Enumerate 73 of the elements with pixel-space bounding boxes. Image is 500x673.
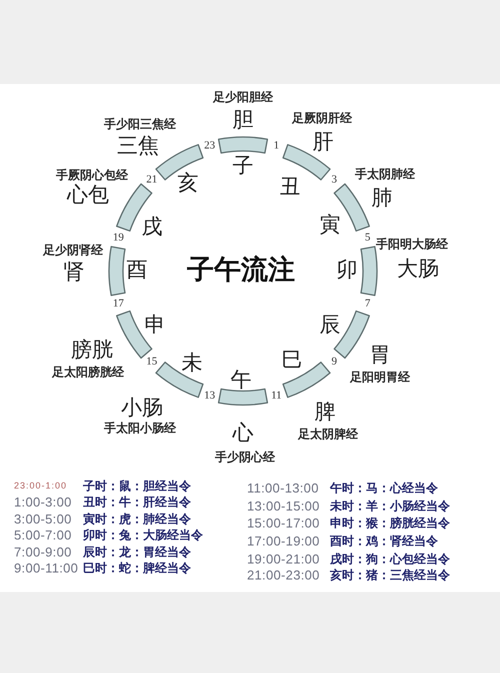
meridian-label: 手太阴肺经: [355, 168, 415, 180]
meridian-label: 足厥阴肝经: [292, 112, 352, 124]
branch-label: 戌: [142, 216, 162, 238]
table-entry: 丑时：牛：肝经当令: [83, 496, 191, 508]
meridian-label: 足少阴肾经: [43, 244, 103, 256]
table-entry: 子时：鼠：胆经当令: [83, 480, 191, 492]
meridian-label: 手厥阴心包经: [56, 169, 128, 181]
organ-label: 胆: [232, 110, 254, 130]
time-range: 5:00-7:00: [14, 528, 72, 542]
hour-number: 5: [364, 232, 370, 244]
time-range: 9:00-11:00: [14, 562, 78, 574]
meridian-label: 足少阳胆经: [213, 91, 273, 103]
branch-label: 酉: [126, 260, 148, 280]
table-entry: 未时：羊：小肠经当令: [330, 500, 450, 512]
meridian-label: 足太阴脾经: [298, 428, 358, 440]
time-range: 15:00-17:00: [247, 516, 320, 530]
time-range: 7:00-9:00: [14, 546, 72, 558]
meridian-label: 手少阴心经: [215, 451, 275, 463]
branch-label: 申: [144, 314, 166, 336]
organ-label: 胃: [370, 344, 390, 366]
hour-number: 15: [146, 356, 158, 368]
organ-label: 膀胱: [71, 340, 113, 360]
hour-number: 3: [331, 174, 337, 186]
branch-label: 卯: [336, 260, 358, 280]
hour-number: 7: [364, 298, 370, 310]
organ-label: 心包: [67, 184, 109, 206]
organ-label: 三焦: [117, 136, 159, 156]
hour-number: 13: [204, 390, 216, 402]
time-range: 1:00-3:00: [14, 496, 72, 508]
branch-label: 未: [182, 352, 202, 374]
hour-number: 1: [274, 140, 280, 152]
hour-number: 21: [146, 174, 158, 186]
branch-label: 子: [232, 156, 254, 176]
meridian-label: 足阳明胃经: [350, 371, 410, 383]
organ-label: 心: [232, 422, 254, 444]
meridian-label: 手少阳三焦经: [104, 118, 176, 130]
table-entry: 巳时：蛇：脾经当令: [83, 562, 191, 574]
time-range: 21:00-23:00: [247, 568, 320, 582]
hour-number: 23: [204, 140, 216, 152]
organ-label: 脾: [314, 402, 336, 422]
table-entry: 卯时：兔：大肠经当令: [83, 529, 203, 541]
branch-label: 巳: [282, 350, 302, 370]
time-range: 3:00-5:00: [14, 512, 72, 526]
table-entry: 亥时：猪：三焦经当令: [330, 569, 450, 581]
organ-label: 小肠: [121, 398, 163, 418]
table-entry: 戌时：狗：心包经当令: [330, 553, 450, 565]
diagram-title: 子午流注: [187, 256, 295, 284]
meridian-label: 手太阳小肠经: [104, 422, 176, 434]
meridian-label: 足太阳膀胱经: [52, 366, 124, 378]
organ-label: 大肠: [397, 258, 439, 280]
branch-label: 辰: [320, 314, 340, 336]
time-range: 19:00-21:00: [247, 552, 320, 566]
hour-number: 17: [112, 298, 124, 310]
table-entry: 申时：猴：膀胱经当令: [330, 517, 450, 529]
time-range: 23:00-1:00: [14, 482, 68, 490]
branch-label: 丑: [280, 176, 300, 198]
hour-number: 9: [331, 356, 337, 368]
branch-label: 亥: [178, 172, 198, 194]
organ-label: 肾: [64, 262, 84, 282]
meridian-label: 手阳明大肠经: [376, 238, 448, 250]
table-entry: 酉时：鸡：肾经当令: [330, 535, 438, 547]
hour-number: 11: [271, 390, 282, 402]
organ-label: 肺: [372, 188, 392, 208]
time-range: 11:00-13:00: [247, 482, 319, 494]
hour-number: 19: [112, 232, 124, 244]
time-range: 17:00-19:00: [247, 534, 320, 548]
table-entry: 辰时：龙：胃经当令: [83, 546, 191, 558]
table-entry: 寅时：虎：肺经当令: [83, 513, 191, 525]
branch-label: 寅: [320, 214, 340, 236]
organ-label: 肝: [312, 132, 334, 152]
branch-label: 午: [230, 370, 252, 390]
time-range: 13:00-15:00: [247, 500, 320, 512]
table-entry: 午时：马：心经当令: [330, 482, 438, 494]
